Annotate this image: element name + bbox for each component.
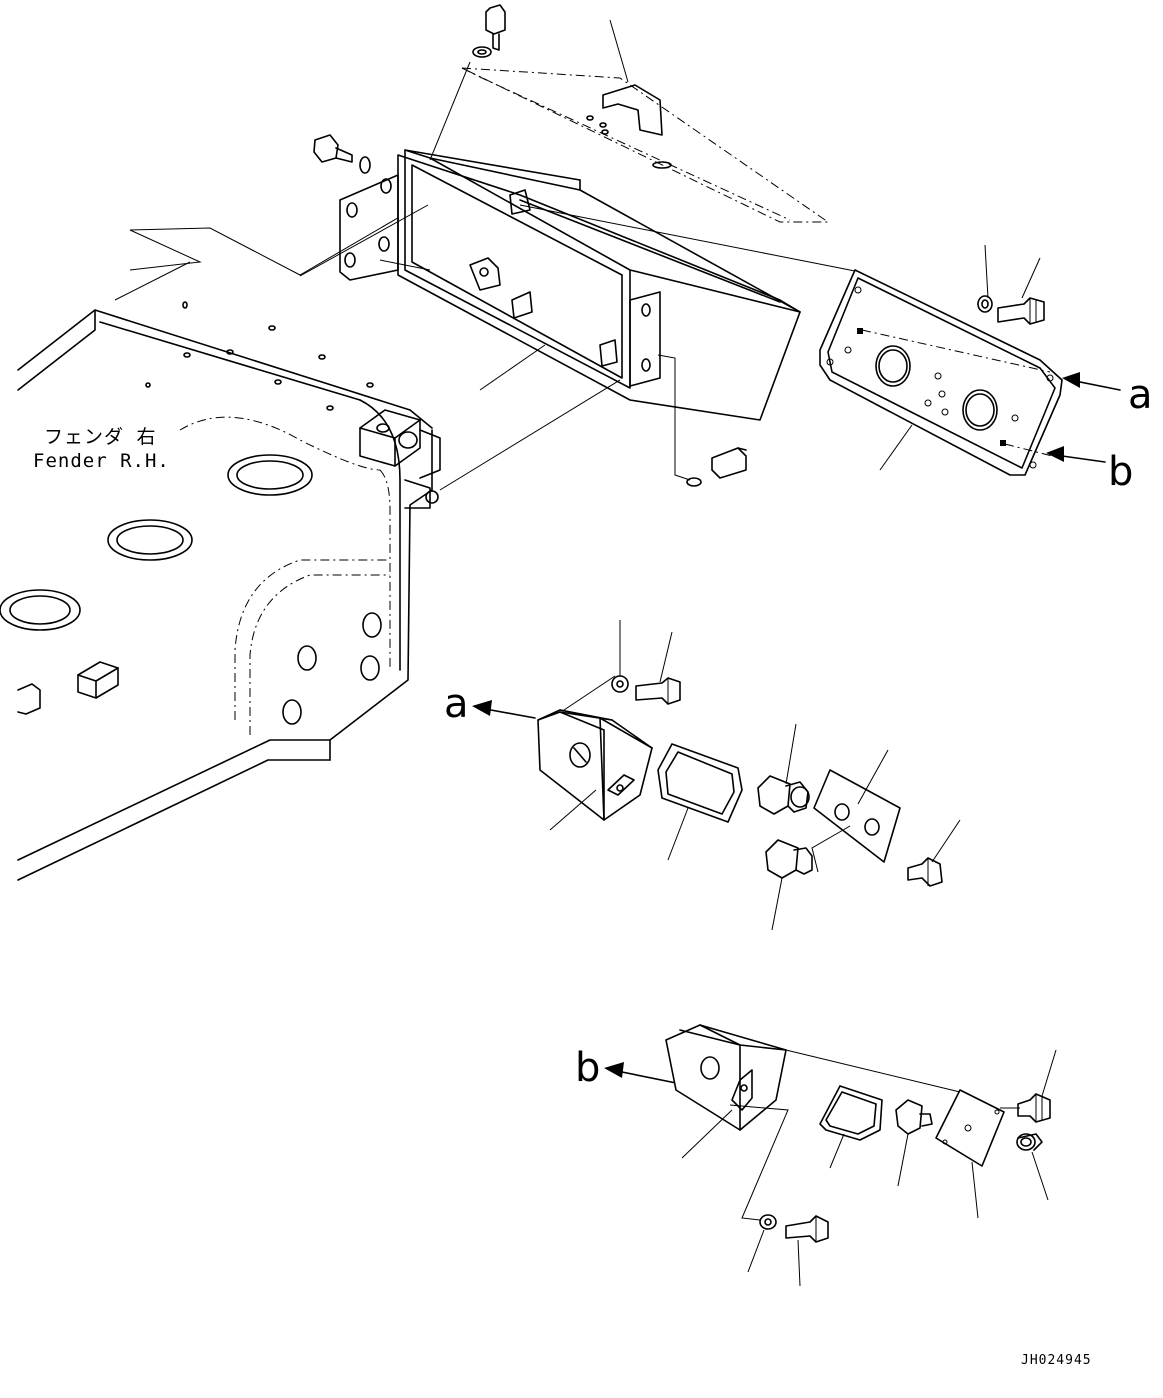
detail-b-assembly [604, 1024, 1057, 1287]
mount-box-assembly [299, 4, 861, 491]
ref-label-b-top: b [1108, 449, 1134, 495]
switch-panel-plate [819, 244, 1121, 476]
ref-label-a-top: a [1128, 372, 1153, 418]
fender-assembly [0, 204, 441, 881]
ref-label-a-detail: a [444, 681, 469, 727]
detail-a-assembly [472, 620, 961, 931]
ref-label-b-detail: b [575, 1045, 601, 1091]
drawing-code: JH024945 [1021, 1353, 1092, 1368]
fender-label-en: Fender R.H. [33, 450, 170, 472]
fender-label-jp: フェンダ 右 [44, 426, 157, 448]
